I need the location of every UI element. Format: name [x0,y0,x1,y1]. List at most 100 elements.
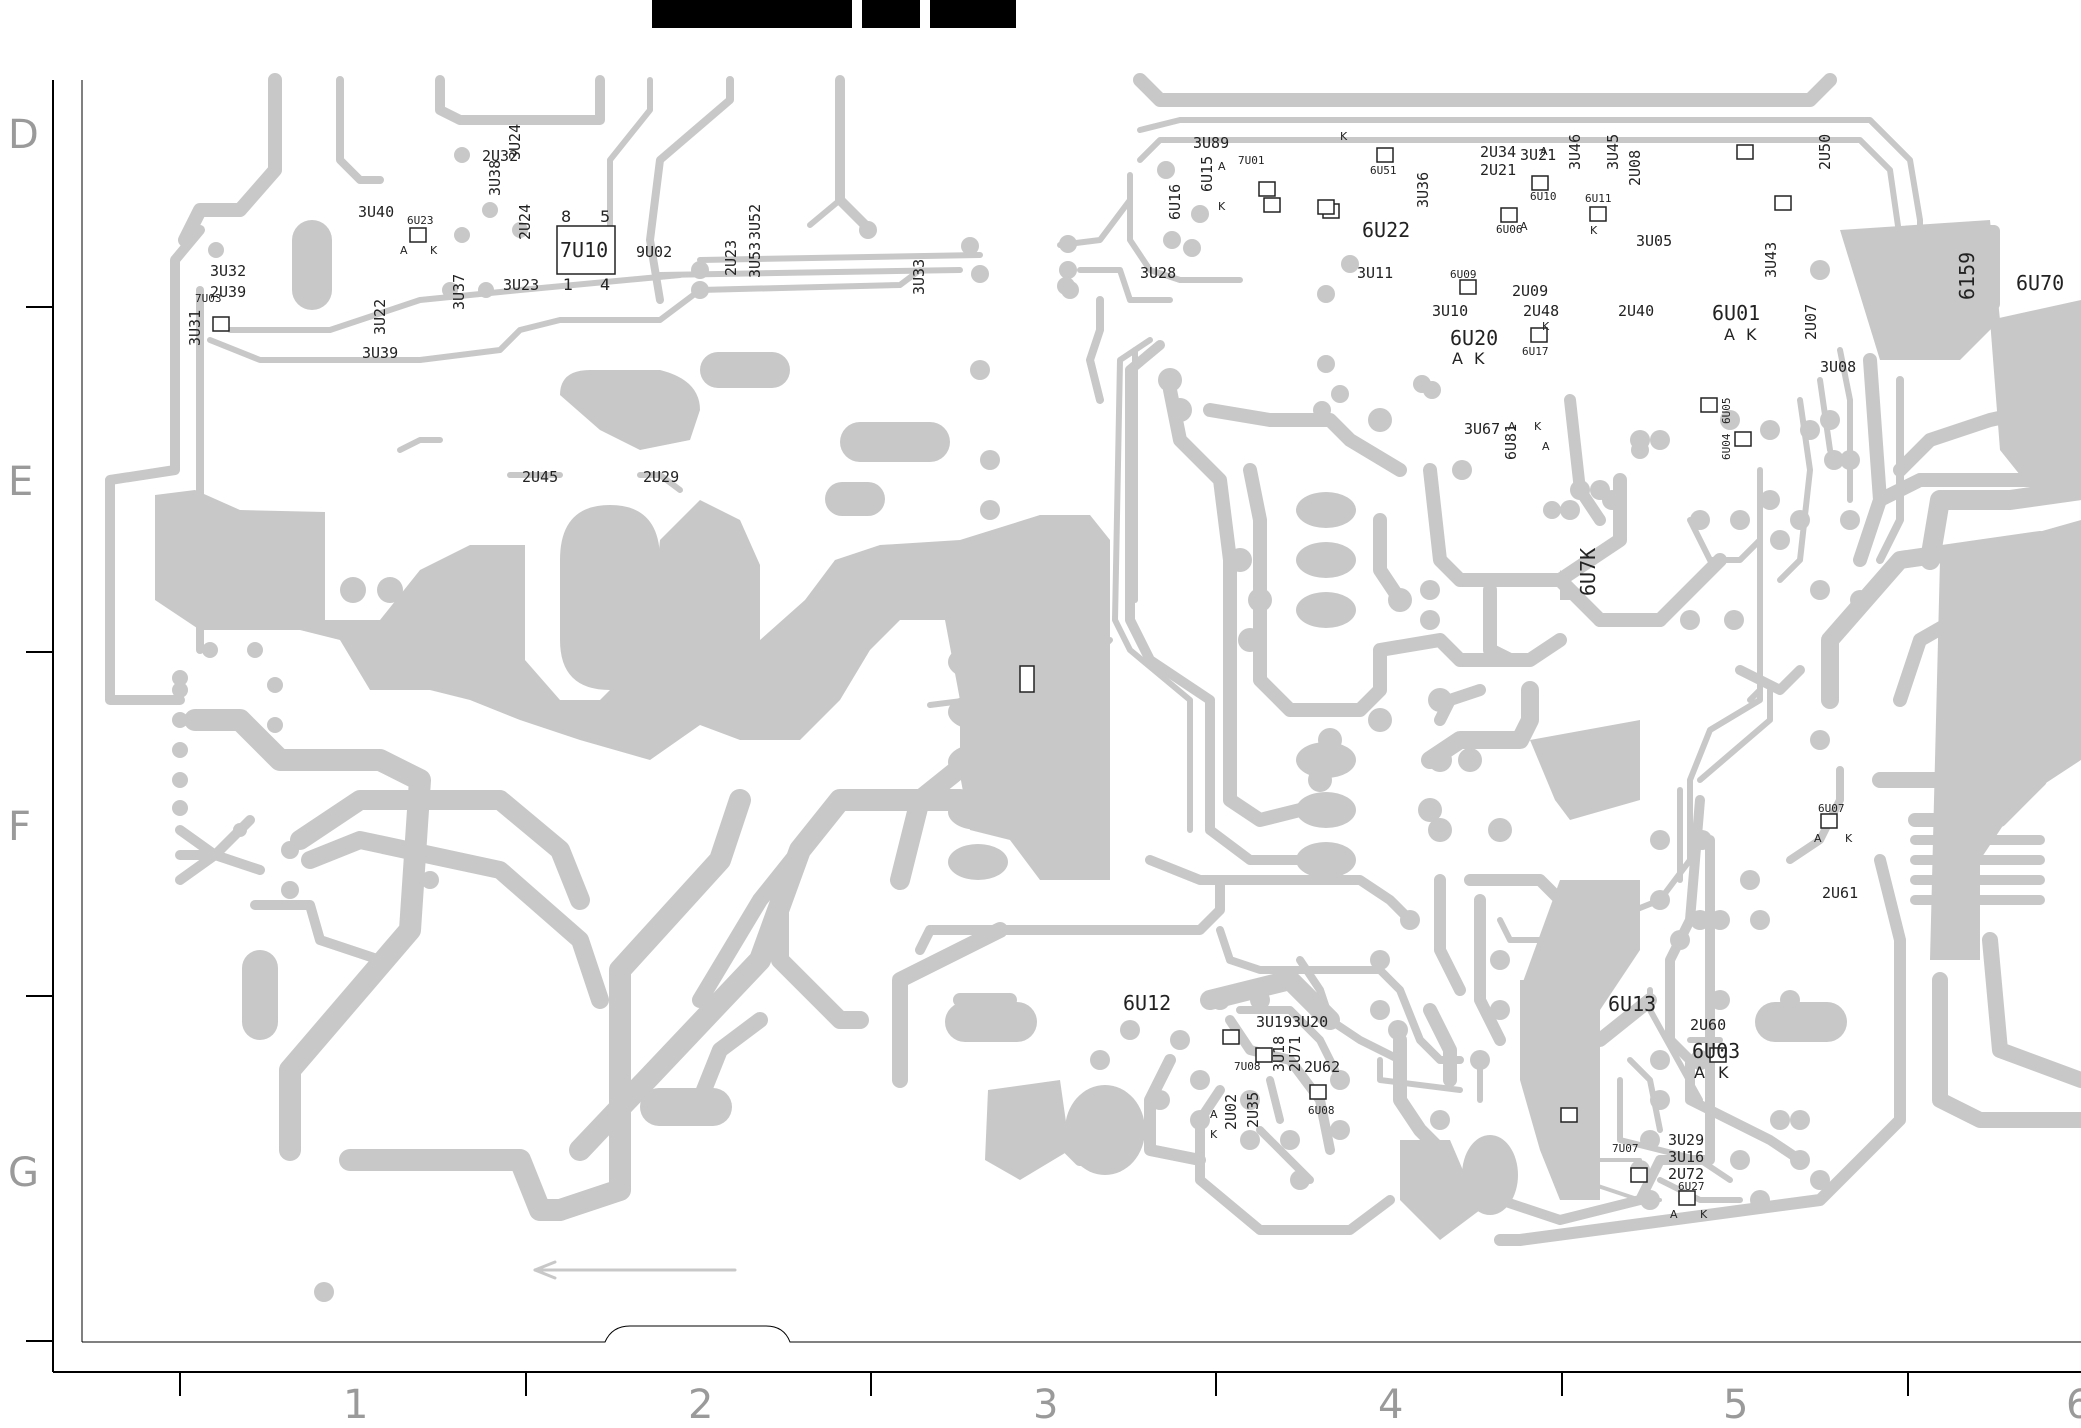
pin-mark: A [1814,832,1822,845]
component-label-6u13: 6U13 [1608,992,1656,1016]
component-label-6u20: 6U20 [1450,326,1498,350]
component-label: 3U08 [1820,358,1856,376]
component-label: 2U45 [522,468,558,486]
col-label-2: 2 [688,1382,713,1428]
component-label: 2U29 [643,468,679,486]
component-label: 2U50 [1816,134,1834,170]
component-label: 3U11 [1357,264,1393,282]
pin-mark: A [1210,1108,1218,1121]
pin-mark: 4 [600,275,610,294]
component-label: 3U32 [210,262,246,280]
component-label: 3U37 [450,274,468,310]
component-label: 3U46 [1566,134,1584,170]
pin-mark: K [1542,320,1550,333]
component-label: 6U05 [1720,398,1733,425]
component-label: 6U27 [1678,1180,1705,1193]
pin-mark: K [1218,200,1226,213]
component-label: 3U39 [362,344,398,362]
pin-mark: K [1746,325,1757,344]
component-label: 3U23 [503,276,539,294]
component-label: 3U28 [1140,264,1176,282]
component-label: 6U81 [1502,424,1520,460]
component-label-6u7k: 6U7K [1576,548,1600,596]
board-frame [26,80,2081,1396]
component-label: 6U15 [1198,156,1216,192]
col-label-3: 3 [1033,1382,1058,1428]
component-label: 6U23 [407,214,434,227]
component-label: 3U31 [186,310,204,346]
black-bar-3 [930,0,1016,28]
pin-mark: 1 [563,275,573,294]
pin-mark: K [1340,130,1348,143]
component-label: 2U62 [1304,1058,1340,1076]
component-label: 2U02 [1222,1094,1240,1130]
pin-mark: 8 [561,207,571,226]
pin-mark: A [1724,325,1735,344]
component-label: 2U71 [1286,1036,1304,1072]
component-label: 3U38 [486,160,504,196]
component-label-6159: 6159 [1955,252,1979,300]
component-label: 3U24 [506,124,524,160]
pin-mark: K [1210,1128,1218,1141]
component-label: 3U18 [1270,1036,1288,1072]
row-labels: D E F G [8,112,39,1196]
component-label: 2U72 [1668,1165,1704,1183]
component-label: 2U23 [722,240,740,276]
pin-mark: 5 [600,207,610,226]
via-pads [172,147,1890,1210]
component-label: 3U40 [358,203,394,221]
pin-mark: A [1694,1063,1705,1082]
row-label-d: D [8,112,39,158]
component-label-6u01: 6U01 [1712,301,1760,325]
col-label-4: 4 [1378,1382,1403,1428]
component-labels: 3U40 6U23 2U32 3U24 3U38 2U24 7U10 9U02 … [186,124,2064,1193]
component-label: 3U53 [746,242,764,278]
component-label: 2U34 [1480,143,1516,161]
component-label: 3U21 [1520,146,1556,164]
pin-markers: 8 5 1 4 A K A K A K A K A K A K A K A K … [400,130,1853,1221]
component-label: 3U67 [1464,420,1500,438]
pin-mark: K [1474,349,1485,368]
component-label: 9U02 [636,243,672,261]
component-label: 6U10 [1530,190,1557,203]
component-label: 3U16 [1668,1148,1704,1166]
component-label: 2U08 [1626,150,1644,186]
component-label: 2U21 [1480,161,1516,179]
component-label: 2U07 [1802,304,1820,340]
component-label: 2U32 [482,147,518,165]
component-label: 2U09 [1512,282,1548,300]
pin-mark: K [1700,1208,1708,1221]
component-label: 6U51 [1370,164,1397,177]
component-label-6u22: 6U22 [1362,218,1410,242]
component-label: 2U39 [210,283,246,301]
component-label: 3U10 [1432,302,1468,320]
component-label-7u10: 7U10 [560,238,608,262]
component-label: 6U07 [1818,802,1845,815]
component-label: 6U17 [1522,345,1549,358]
col-label-1: 1 [343,1382,368,1428]
component-label: 3U29 [1668,1131,1704,1149]
component-label: 6U16 [1166,184,1184,220]
pin-mark: A [1218,160,1226,173]
pin-mark: A [1670,1208,1678,1221]
row-label-e: E [8,459,33,505]
component-label: 2U61 [1822,884,1858,902]
component-label: 2U24 [516,204,534,240]
black-bar-1 [652,0,852,28]
pin-mark: A [1452,349,1463,368]
component-label: 2U60 [1690,1016,1726,1034]
component-label: 7U08 [1234,1060,1261,1073]
pin-mark: A [1508,420,1516,433]
component-label: 2U35 [1244,1092,1262,1128]
component-label: 3U20 [1292,1013,1328,1031]
component-label: 2U40 [1618,302,1654,320]
component-label: 6U06 [1496,223,1523,236]
component-label: 2U48 [1523,302,1559,320]
component-label: 7U03 [195,292,222,305]
column-labels: 1 2 3 4 5 6 [343,1382,2081,1428]
component-outlines [212,144,1838,1206]
component-label: 3U19 [1256,1013,1292,1031]
component-label: 3U36 [1414,172,1432,208]
col-label-6: 6 [2066,1382,2081,1428]
